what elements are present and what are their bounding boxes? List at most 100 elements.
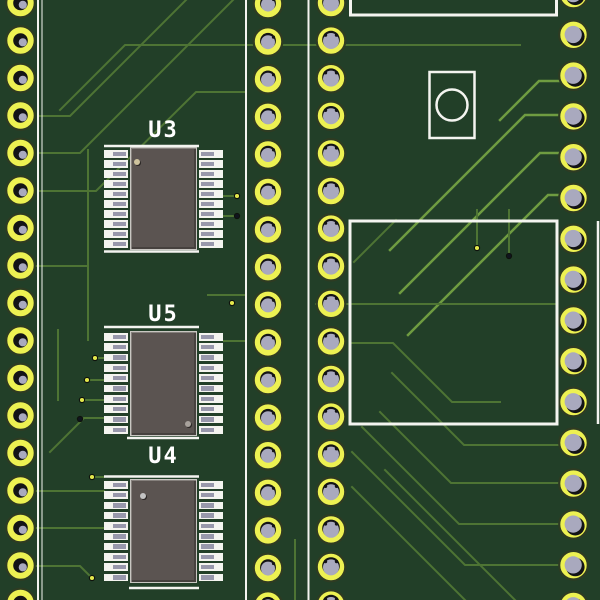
- ic-pin-lead: [113, 544, 126, 549]
- pin1-marker: [140, 493, 146, 499]
- ic-pin-pad: [199, 364, 223, 372]
- copper-trace: [350, 450, 567, 566]
- through-hole-left: [5, 587, 36, 600]
- through-hole-right: [558, 427, 589, 459]
- ic-body-u5: [130, 331, 197, 436]
- solder-fill: [261, 148, 275, 162]
- ic-pin-pad: [104, 210, 128, 218]
- ic-pin-lead: [201, 417, 214, 422]
- copper-trace: [390, 371, 567, 446]
- solder-fill: [564, 148, 582, 166]
- ic-pin-lead: [113, 503, 126, 508]
- ic-pin-lead: [201, 334, 214, 339]
- large-component-outline: [348, 219, 559, 426]
- solder-fill: [564, 25, 582, 44]
- ic-pin-pad: [104, 384, 128, 393]
- ic-pin-lead: [113, 344, 126, 350]
- ic-pin-lead: [201, 344, 214, 350]
- through-hole-mid-b: [315, 25, 347, 56]
- through-hole-right: [558, 100, 589, 132]
- ic-pin-lead: [113, 171, 126, 177]
- ic-pin-lead: [113, 241, 126, 247]
- solder-fill: [261, 223, 275, 238]
- through-hole-left: [5, 0, 36, 19]
- ic-pin-lead: [113, 427, 126, 433]
- ic-pin-pad: [199, 522, 223, 530]
- through-hole-right: [558, 223, 589, 255]
- through-hole-right: [558, 509, 589, 540]
- hole-speck: [323, 371, 328, 376]
- drill-hole: [261, 596, 275, 600]
- through-hole-left: [5, 137, 36, 169]
- ic-pin-lead: [113, 161, 126, 167]
- hole-speck: [323, 183, 328, 188]
- solder-fill: [261, 0, 275, 12]
- top-component-outline: [349, 0, 558, 17]
- silk-chip-line-bottom: [104, 250, 199, 253]
- ic-pin-pad: [104, 563, 128, 571]
- solder-fill: [323, 183, 339, 200]
- hole-reflection: [18, 225, 27, 234]
- hole-speck: [271, 336, 276, 340]
- ic-pin-pad: [199, 190, 223, 198]
- ic-body-u3: [130, 147, 197, 250]
- hole-reflection: [18, 150, 27, 159]
- hole-speck: [271, 0, 276, 2]
- solder-fill: [261, 336, 275, 350]
- ic-pin-pad: [104, 491, 128, 499]
- through-hole-left: [5, 437, 36, 469]
- through-hole-mid-a: [252, 63, 284, 95]
- ic-pin-lead: [113, 417, 126, 422]
- ic-pin-lead: [201, 355, 214, 360]
- ic-pin-lead: [113, 492, 126, 498]
- ic-pin-pad: [199, 491, 223, 499]
- copper-trace: [351, 342, 501, 403]
- solder-fill: [323, 145, 339, 162]
- refdes-label-u5: U5: [148, 302, 179, 327]
- copper-trace: [48, 417, 105, 454]
- ic-pin-pad: [104, 200, 128, 208]
- through-hole-left: [5, 400, 36, 431]
- ic-pin-lead: [201, 544, 214, 549]
- ic-pin-pad: [199, 333, 223, 341]
- solder-fill: [323, 0, 339, 12]
- ic-pin-pad: [199, 501, 223, 510]
- vias-layer: [76, 192, 513, 582]
- through-hole-mid-b: [315, 401, 347, 433]
- component-circle-outline: [435, 88, 469, 122]
- copper-trace: [378, 410, 567, 484]
- hole-speck: [323, 71, 328, 75]
- ic-pin-lead: [113, 191, 126, 197]
- silk-vertical-line: [41, 0, 43, 600]
- ic-pin-pad: [104, 170, 128, 178]
- solder-fill: [323, 333, 339, 350]
- ic-pin-pad: [199, 384, 223, 393]
- ic-pin-pad: [199, 353, 223, 362]
- hole-speck: [334, 447, 339, 451]
- hole-speck: [323, 522, 328, 526]
- through-hole-left: [5, 287, 36, 319]
- through-hole-right: [558, 468, 589, 500]
- ic-pin-pad: [104, 180, 128, 188]
- via-yellow: [78, 396, 86, 404]
- ic-pin-lead: [113, 386, 126, 391]
- hole-reflection: [18, 300, 27, 309]
- ic-pin-pad: [199, 553, 223, 561]
- through-hole-mid-b: [315, 514, 347, 545]
- silkscreen-layer: [37, 0, 600, 600]
- through-hole-mid-b: [315, 100, 347, 132]
- ic-pin-lead: [113, 151, 126, 156]
- through-hole-mid-a: [252, 101, 284, 133]
- copper-trace: [398, 151, 568, 295]
- ic-pin-pad: [104, 150, 128, 158]
- hole-speck: [323, 33, 328, 37]
- hole-speck: [271, 261, 276, 265]
- ic-pin-lead: [201, 396, 214, 402]
- hole-reflection: [18, 75, 27, 84]
- via-dark: [76, 415, 84, 423]
- solder-fill: [323, 221, 339, 237]
- hole-speck: [271, 486, 276, 490]
- through-hole-left: [5, 175, 36, 206]
- annular-ring: [559, 590, 588, 600]
